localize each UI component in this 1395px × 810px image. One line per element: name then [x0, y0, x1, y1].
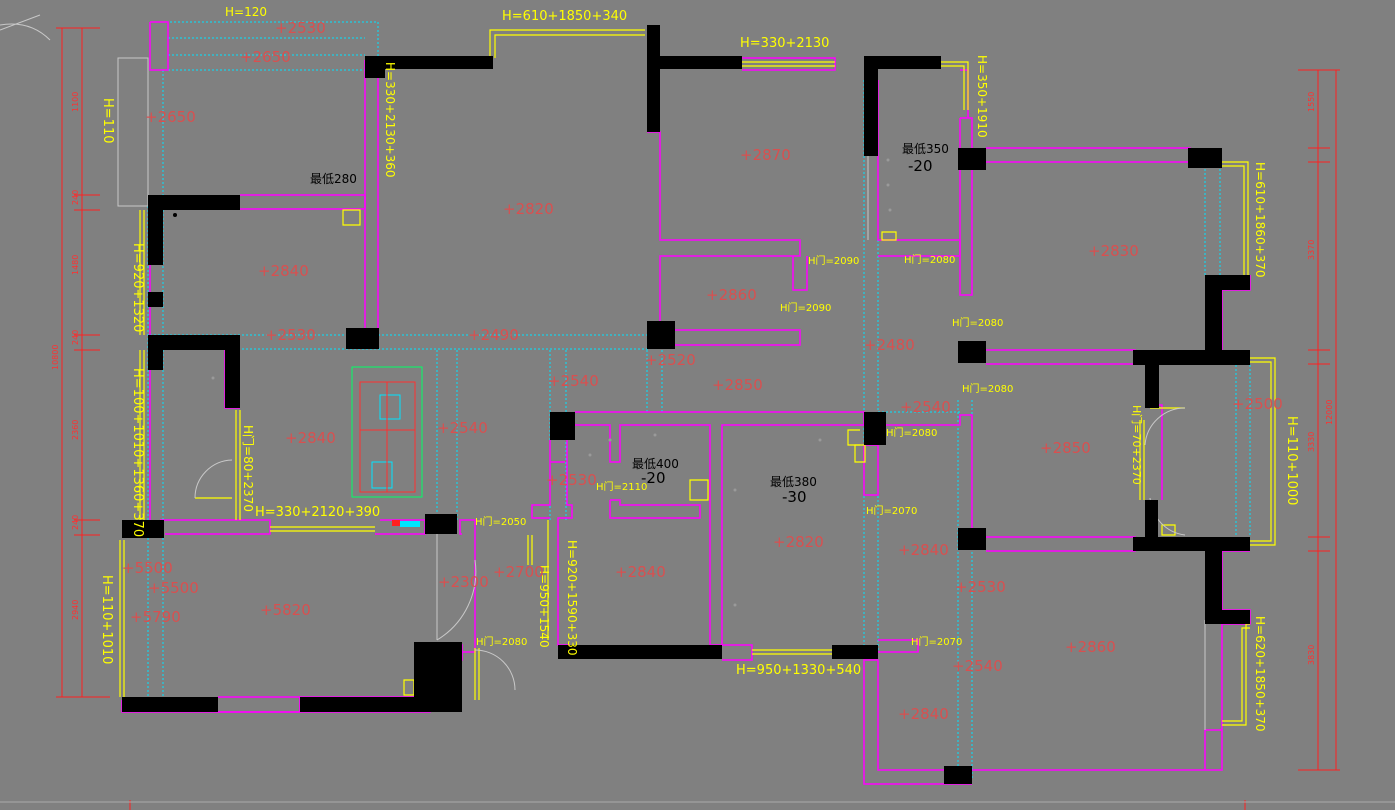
height-label: H=330+2130 [740, 36, 829, 51]
height-label: H=330+2130+360 [383, 62, 397, 178]
elevation-label: +2540 [548, 372, 599, 390]
elevation-label: +2480 [864, 336, 915, 354]
height-label: H=610+1850+340 [502, 9, 627, 24]
door-label: H门=2080 [476, 635, 527, 648]
elevation-label: +2820 [773, 533, 824, 551]
elevation-label: +2520 [645, 351, 696, 369]
texture-dots [173, 158, 892, 607]
note-label: 最低350 [902, 142, 949, 156]
height-label: H=950+1540 [537, 565, 551, 648]
elevation-label: +2820 [503, 200, 554, 218]
door-label: H门=2070 [866, 504, 917, 517]
elevation-label: +2540 [900, 398, 951, 416]
door-label: H门=2110 [596, 480, 647, 493]
elevation-label: +2540 [437, 419, 488, 437]
svg-text:1100: 1100 [71, 92, 80, 112]
elevation-label: +2840 [615, 563, 666, 581]
svg-text:3330: 3330 [1307, 432, 1316, 452]
elevation-labels: +2530 +2650 +2650 +2820 +2870 +2830 +284… [122, 19, 1283, 723]
note-label: 最低400 [632, 457, 679, 471]
elevation-label: +2840 [898, 705, 949, 723]
svg-text:2940: 2940 [71, 600, 80, 620]
elevation-label: +2850 [1040, 439, 1091, 457]
height-label: H门=80+2370 [241, 425, 256, 512]
elevation-label: +2860 [706, 286, 757, 304]
height-label: H=120 [225, 5, 267, 19]
door-label: H门=2080 [952, 316, 1003, 329]
elevation-label: +2540 [952, 657, 1003, 675]
door-label: H门=2080 [886, 426, 937, 439]
svg-text:12000: 12000 [1325, 400, 1334, 425]
door-label: H门=2090 [808, 254, 859, 267]
elevation-label: +5820 [260, 601, 311, 619]
note-label: -30 [782, 488, 807, 506]
room-outlines [121, 21, 1251, 785]
notes: 最低280 最低350 -20 最低400 -20 最低380 -30 [310, 142, 949, 506]
door-label: H门=2080 [962, 382, 1013, 395]
svg-text:3830: 3830 [1307, 645, 1316, 665]
elevation-label: +2500 [1232, 395, 1283, 413]
height-label: H门=70+2370 [1130, 405, 1144, 485]
note-label: -20 [908, 157, 933, 175]
elevation-label: +2300 [438, 573, 489, 591]
elevation-label: +2830 [1088, 242, 1139, 260]
elevation-label: +2650 [240, 48, 291, 66]
elevation-label: +2860 [1065, 638, 1116, 656]
door-labels: H门=2090 H门=2080 H门=2090 H门=2080 H门=2080 … [475, 253, 1013, 648]
svg-text:240: 240 [71, 330, 80, 345]
elevation-label: +2840 [258, 262, 309, 280]
elevation-label: +2700 [493, 563, 544, 581]
svg-text:240: 240 [71, 515, 80, 530]
height-labels: H=120 H=610+1850+340 H=330+2130 H=350+19… [99, 5, 1299, 732]
window-lines [119, 29, 1276, 726]
door-label: H门=2070 [911, 635, 962, 648]
door-label: H门=2080 [904, 253, 955, 266]
dimension-lines [0, 27, 1395, 810]
elevation-label: +2870 [740, 146, 791, 164]
height-label: H=330+2120+390 [255, 505, 380, 520]
height-label: H=920+1320 [130, 243, 145, 332]
elevation-label: +2840 [898, 541, 949, 559]
elevation-label: +2530 [955, 578, 1006, 596]
guide-lines [147, 21, 1251, 780]
door-label: H门=2090 [780, 301, 831, 314]
svg-text:2360: 2360 [71, 420, 80, 440]
elevation-label: +2650 [145, 108, 196, 126]
note-label: 最低280 [310, 172, 357, 186]
elevation-label: +2490 [468, 326, 519, 344]
svg-text:1550: 1550 [1307, 92, 1316, 112]
height-label: H=350+1910 [975, 55, 989, 138]
svg-text:240: 240 [71, 190, 80, 205]
height-label: H=920+1590+330 [565, 540, 579, 656]
elevation-label: +2530 [265, 326, 316, 344]
elevation-label: +2840 [285, 429, 336, 447]
elevation-label: +5500 [122, 559, 173, 577]
elevation-label: +2530 [546, 471, 597, 489]
elevation-label: +5790 [130, 608, 181, 626]
elevation-label: +2530 [275, 19, 326, 37]
dimension-values: 1100 240 1480 240 2360 240 2940 10800 15… [51, 92, 1334, 665]
height-label: H=620+1850+370 [1253, 616, 1267, 732]
svg-text:1480: 1480 [71, 255, 80, 275]
fixture-block [351, 366, 423, 527]
walls [122, 25, 1250, 784]
door-label: H门=2050 [475, 515, 526, 528]
note-label: -20 [641, 469, 666, 487]
height-label: H=110+1010 [99, 575, 114, 664]
svg-text:3370: 3370 [1307, 240, 1316, 260]
elevation-label: +5500 [148, 579, 199, 597]
height-label: H=950+1330+540 [736, 663, 861, 678]
height-label: H=610+1860+370 [1253, 162, 1267, 278]
height-label: H=110+1000 [1284, 416, 1299, 505]
note-label: 最低380 [770, 475, 817, 489]
elevation-label: +2850 [712, 376, 763, 394]
height-label: H=100+1010+1360+370 [130, 368, 145, 537]
height-label: H=110 [100, 98, 115, 143]
svg-text:10800: 10800 [51, 345, 60, 370]
